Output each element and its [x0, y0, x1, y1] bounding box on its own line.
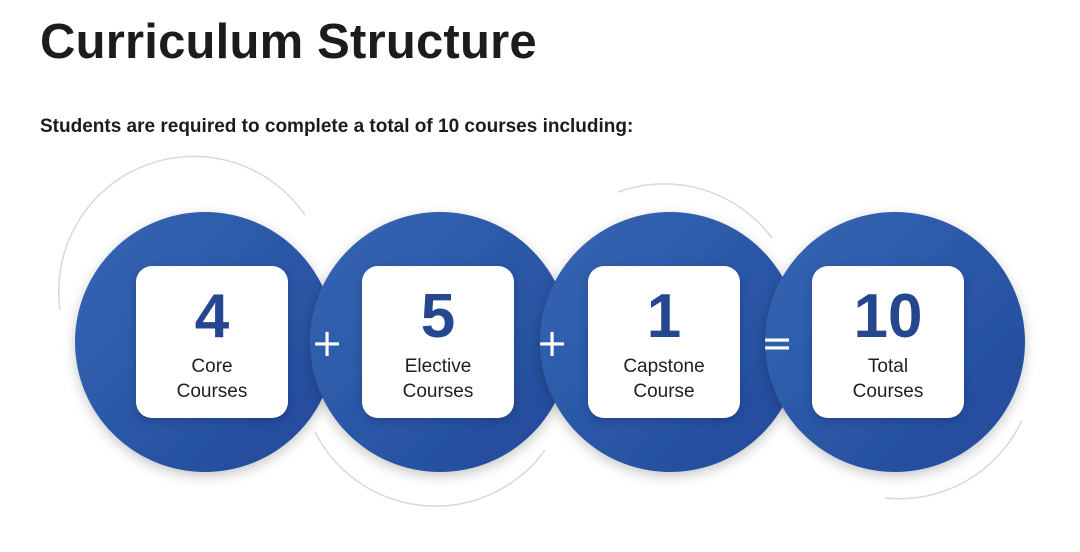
- core-courses-label: Core Courses: [136, 354, 288, 404]
- total-courses-count: 10: [853, 282, 923, 351]
- decorative-arc-3: [617, 183, 773, 239]
- elective-courses-label: Elective Courses: [362, 354, 514, 404]
- core-courses-card: 4 Core Courses: [136, 266, 288, 418]
- plus-operator-1: +: [311, 321, 343, 365]
- capstone-course-label: Capstone Course: [588, 354, 740, 404]
- equals-operator: =: [761, 321, 793, 365]
- plus-operator-2: +: [536, 321, 568, 365]
- elective-courses-card: 5 Elective Courses: [362, 266, 514, 418]
- capstone-course-card: 1 Capstone Course: [588, 266, 740, 418]
- total-courses-card: 10 Total Courses: [812, 266, 964, 418]
- page-title: Curriculum Structure: [40, 15, 537, 69]
- elective-courses-count: 5: [420, 282, 456, 351]
- core-courses-count: 4: [194, 282, 230, 351]
- core-courses-label-line2: Courses: [176, 381, 248, 402]
- total-courses-label: Total Courses: [812, 354, 964, 404]
- total-courses-label-line2: Courses: [852, 381, 924, 402]
- decorative-arc-1: [57, 155, 306, 311]
- capstone-course-count: 1: [646, 282, 682, 351]
- capstone-course-label-line1: Capstone: [623, 356, 705, 377]
- elective-courses-label-line1: Elective: [404, 356, 472, 377]
- decorative-arc-4: [884, 419, 1023, 500]
- elective-courses-label-line2: Courses: [402, 381, 474, 402]
- core-courses-label-line1: Core: [191, 356, 233, 377]
- capstone-course-label-line2: Course: [633, 381, 695, 402]
- page-subtitle: Students are required to complete a tota…: [40, 116, 634, 137]
- total-courses-label-line1: Total: [867, 356, 909, 377]
- decorative-arc-2: [314, 431, 546, 507]
